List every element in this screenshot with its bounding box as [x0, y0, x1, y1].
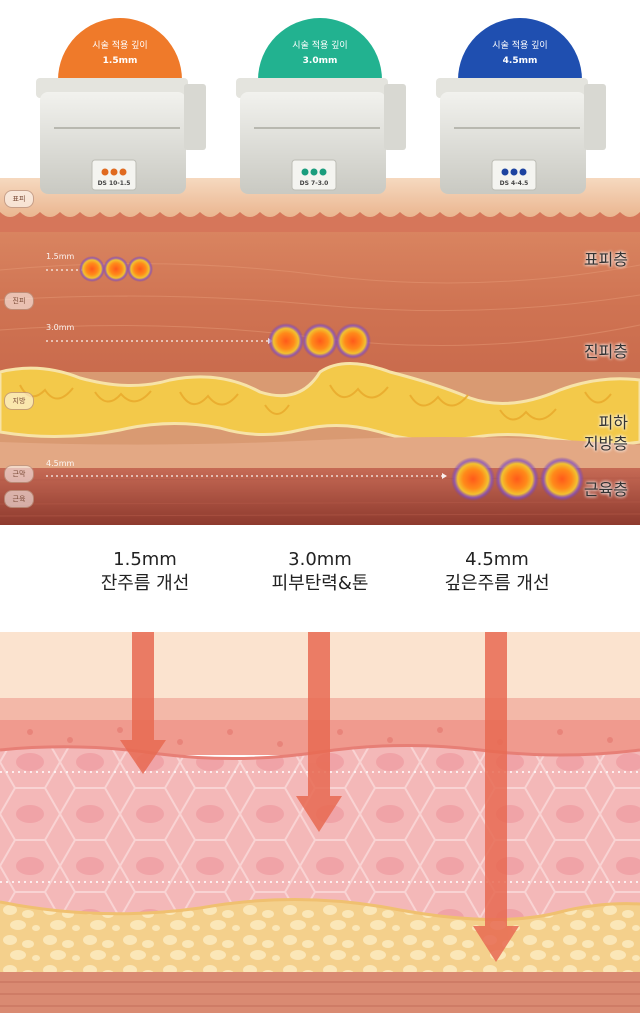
side-tag-epidermis: 표피	[4, 190, 34, 208]
depth-marker-2: 3.0mm	[46, 323, 75, 332]
arrow-4-5mm	[473, 632, 519, 962]
caption-1: 1.5mm 잔주름 개선	[60, 548, 230, 597]
cartridge-1-code: DS 10-1.5	[97, 180, 131, 187]
cartridge-3-dome-label: 시술 적용 깊이 4.5mm	[465, 39, 575, 70]
caption-effect: 잔주름 개선	[100, 573, 190, 595]
layer-label-subcutaneous: 피하 지방층	[584, 413, 628, 455]
dome-depth: 1.5mm	[102, 56, 138, 67]
caption-depth: 1.5mm	[113, 549, 177, 570]
layer-label-dermis: 진피층	[583, 342, 628, 361]
arrow-1-5mm	[120, 632, 166, 774]
dome-title: 시술 적용 깊이	[292, 41, 348, 51]
dome-depth: 3.0mm	[302, 56, 338, 67]
side-tag-fat: 지방	[4, 392, 34, 410]
depth-marker-3: 4.5mm	[46, 459, 75, 468]
caption-3: 4.5mm 깊은주름 개선	[412, 548, 582, 597]
layer-label-muscle: 근육층	[583, 480, 628, 499]
cartridge-1	[36, 18, 206, 194]
caption-depth: 3.0mm	[288, 549, 352, 570]
cartridge-1-dome-label: 시술 적용 깊이 1.5mm	[65, 39, 175, 70]
cartridge-3	[436, 18, 606, 194]
layer-label-epidermis: 표피층	[583, 250, 628, 269]
side-tag-fascia: 근막	[4, 465, 34, 483]
depth-arrow-diagram	[0, 632, 640, 1013]
dome-depth: 4.5mm	[502, 56, 538, 67]
layer-label-subcutaneous-line2: 지방층	[583, 433, 628, 453]
layer-label-subcutaneous-line1: 피하	[598, 413, 628, 432]
cartridge-2	[236, 18, 406, 194]
dome-title: 시술 적용 깊이	[92, 41, 148, 51]
side-tag-muscle: 근육	[4, 490, 34, 508]
caption-2: 3.0mm 피부탄력&톤	[235, 548, 405, 597]
skin-cross-section	[0, 18, 640, 525]
cartridge-3-code: DS 4-4.5	[499, 180, 529, 187]
arrow-3-0mm	[296, 632, 342, 832]
caption-depth: 4.5mm	[465, 549, 529, 570]
side-tag-dermis: 진피	[4, 292, 34, 310]
depth-marker-1: 1.5mm	[46, 252, 75, 261]
cartridge-2-code: DS 7-3.0	[299, 180, 329, 187]
cartridge-2-dome-label: 시술 적용 깊이 3.0mm	[265, 39, 375, 70]
caption-effect: 깊은주름 개선	[444, 573, 550, 595]
caption-effect: 피부탄력&톤	[271, 573, 369, 595]
dome-title: 시술 적용 깊이	[492, 41, 548, 51]
